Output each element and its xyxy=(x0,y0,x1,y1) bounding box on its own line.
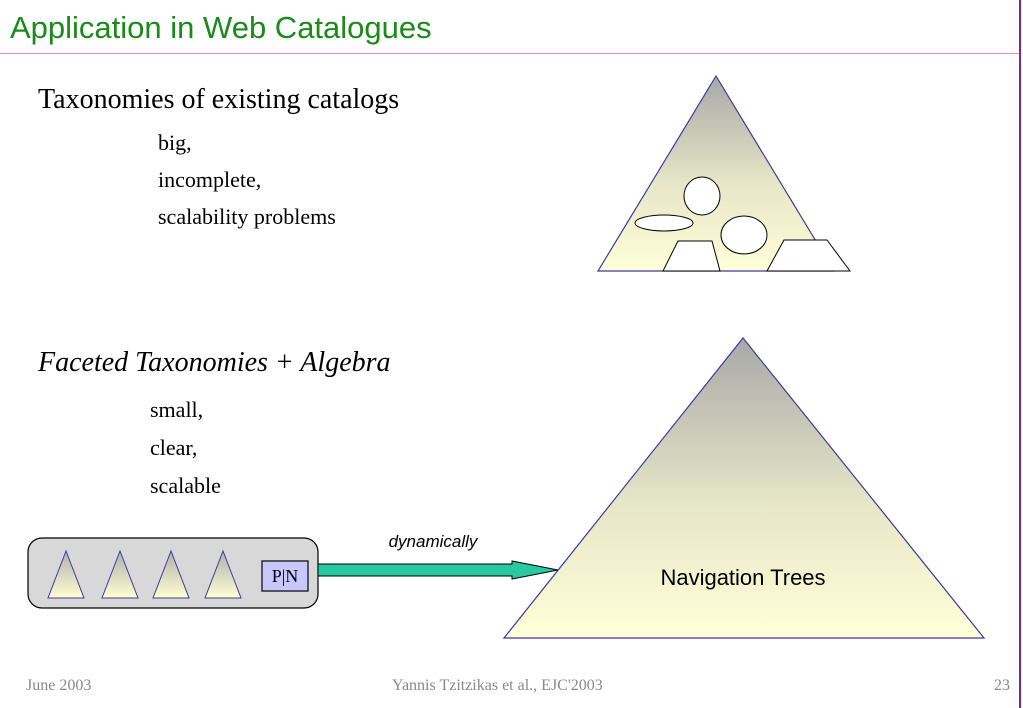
facet-triangle-4 xyxy=(204,549,242,599)
concept-ellipse-flat xyxy=(634,214,694,232)
arrow-label: dynamically xyxy=(389,532,479,551)
arrow-shape xyxy=(317,560,559,580)
footer-page-number: 23 xyxy=(994,677,1010,694)
navigation-trees-label: Navigation Trees xyxy=(660,565,825,590)
concept-trapezoid-left xyxy=(662,240,721,272)
section1-item-incomplete: incomplete, xyxy=(158,167,262,192)
section2-item-scalable: scalable xyxy=(150,473,221,498)
concept-circle-top xyxy=(683,176,721,216)
pn-box xyxy=(261,560,309,592)
dynamic-arrow: dynamically xyxy=(317,532,559,580)
footer-date: June 2003 xyxy=(26,677,92,694)
slide-title: Application in Web Catalogues xyxy=(10,10,432,45)
section1-item-scalability: scalability problems xyxy=(158,204,336,229)
concept-trapezoid-right xyxy=(766,239,851,272)
section1-item-big: big, xyxy=(158,130,192,155)
section1-heading: Taxonomies of existing catalogs xyxy=(38,84,400,115)
section2-item-small: small, xyxy=(150,397,204,422)
footer-author: Yannis Tzitzikas et al., EJC'2003 xyxy=(392,677,603,694)
facet-triangle-2 xyxy=(101,549,139,599)
pn-label: P|N xyxy=(272,566,299,586)
right-border-rule xyxy=(1019,0,1021,708)
navigation-trees-diagram: Navigation Trees xyxy=(502,337,986,639)
facet-triangle-3 xyxy=(152,549,190,599)
navigation-trees-triangle xyxy=(502,337,986,639)
section2-item-clear: clear, xyxy=(150,435,198,460)
concept-circle-right xyxy=(720,215,768,255)
section2-heading: Faceted Taxonomies + Algebra xyxy=(38,347,391,378)
title-underline xyxy=(0,53,1019,54)
existing-taxonomy-diagram xyxy=(596,74,851,272)
facet-triangle-1 xyxy=(47,549,85,599)
faceted-taxonomies-box: P|N xyxy=(27,537,319,609)
